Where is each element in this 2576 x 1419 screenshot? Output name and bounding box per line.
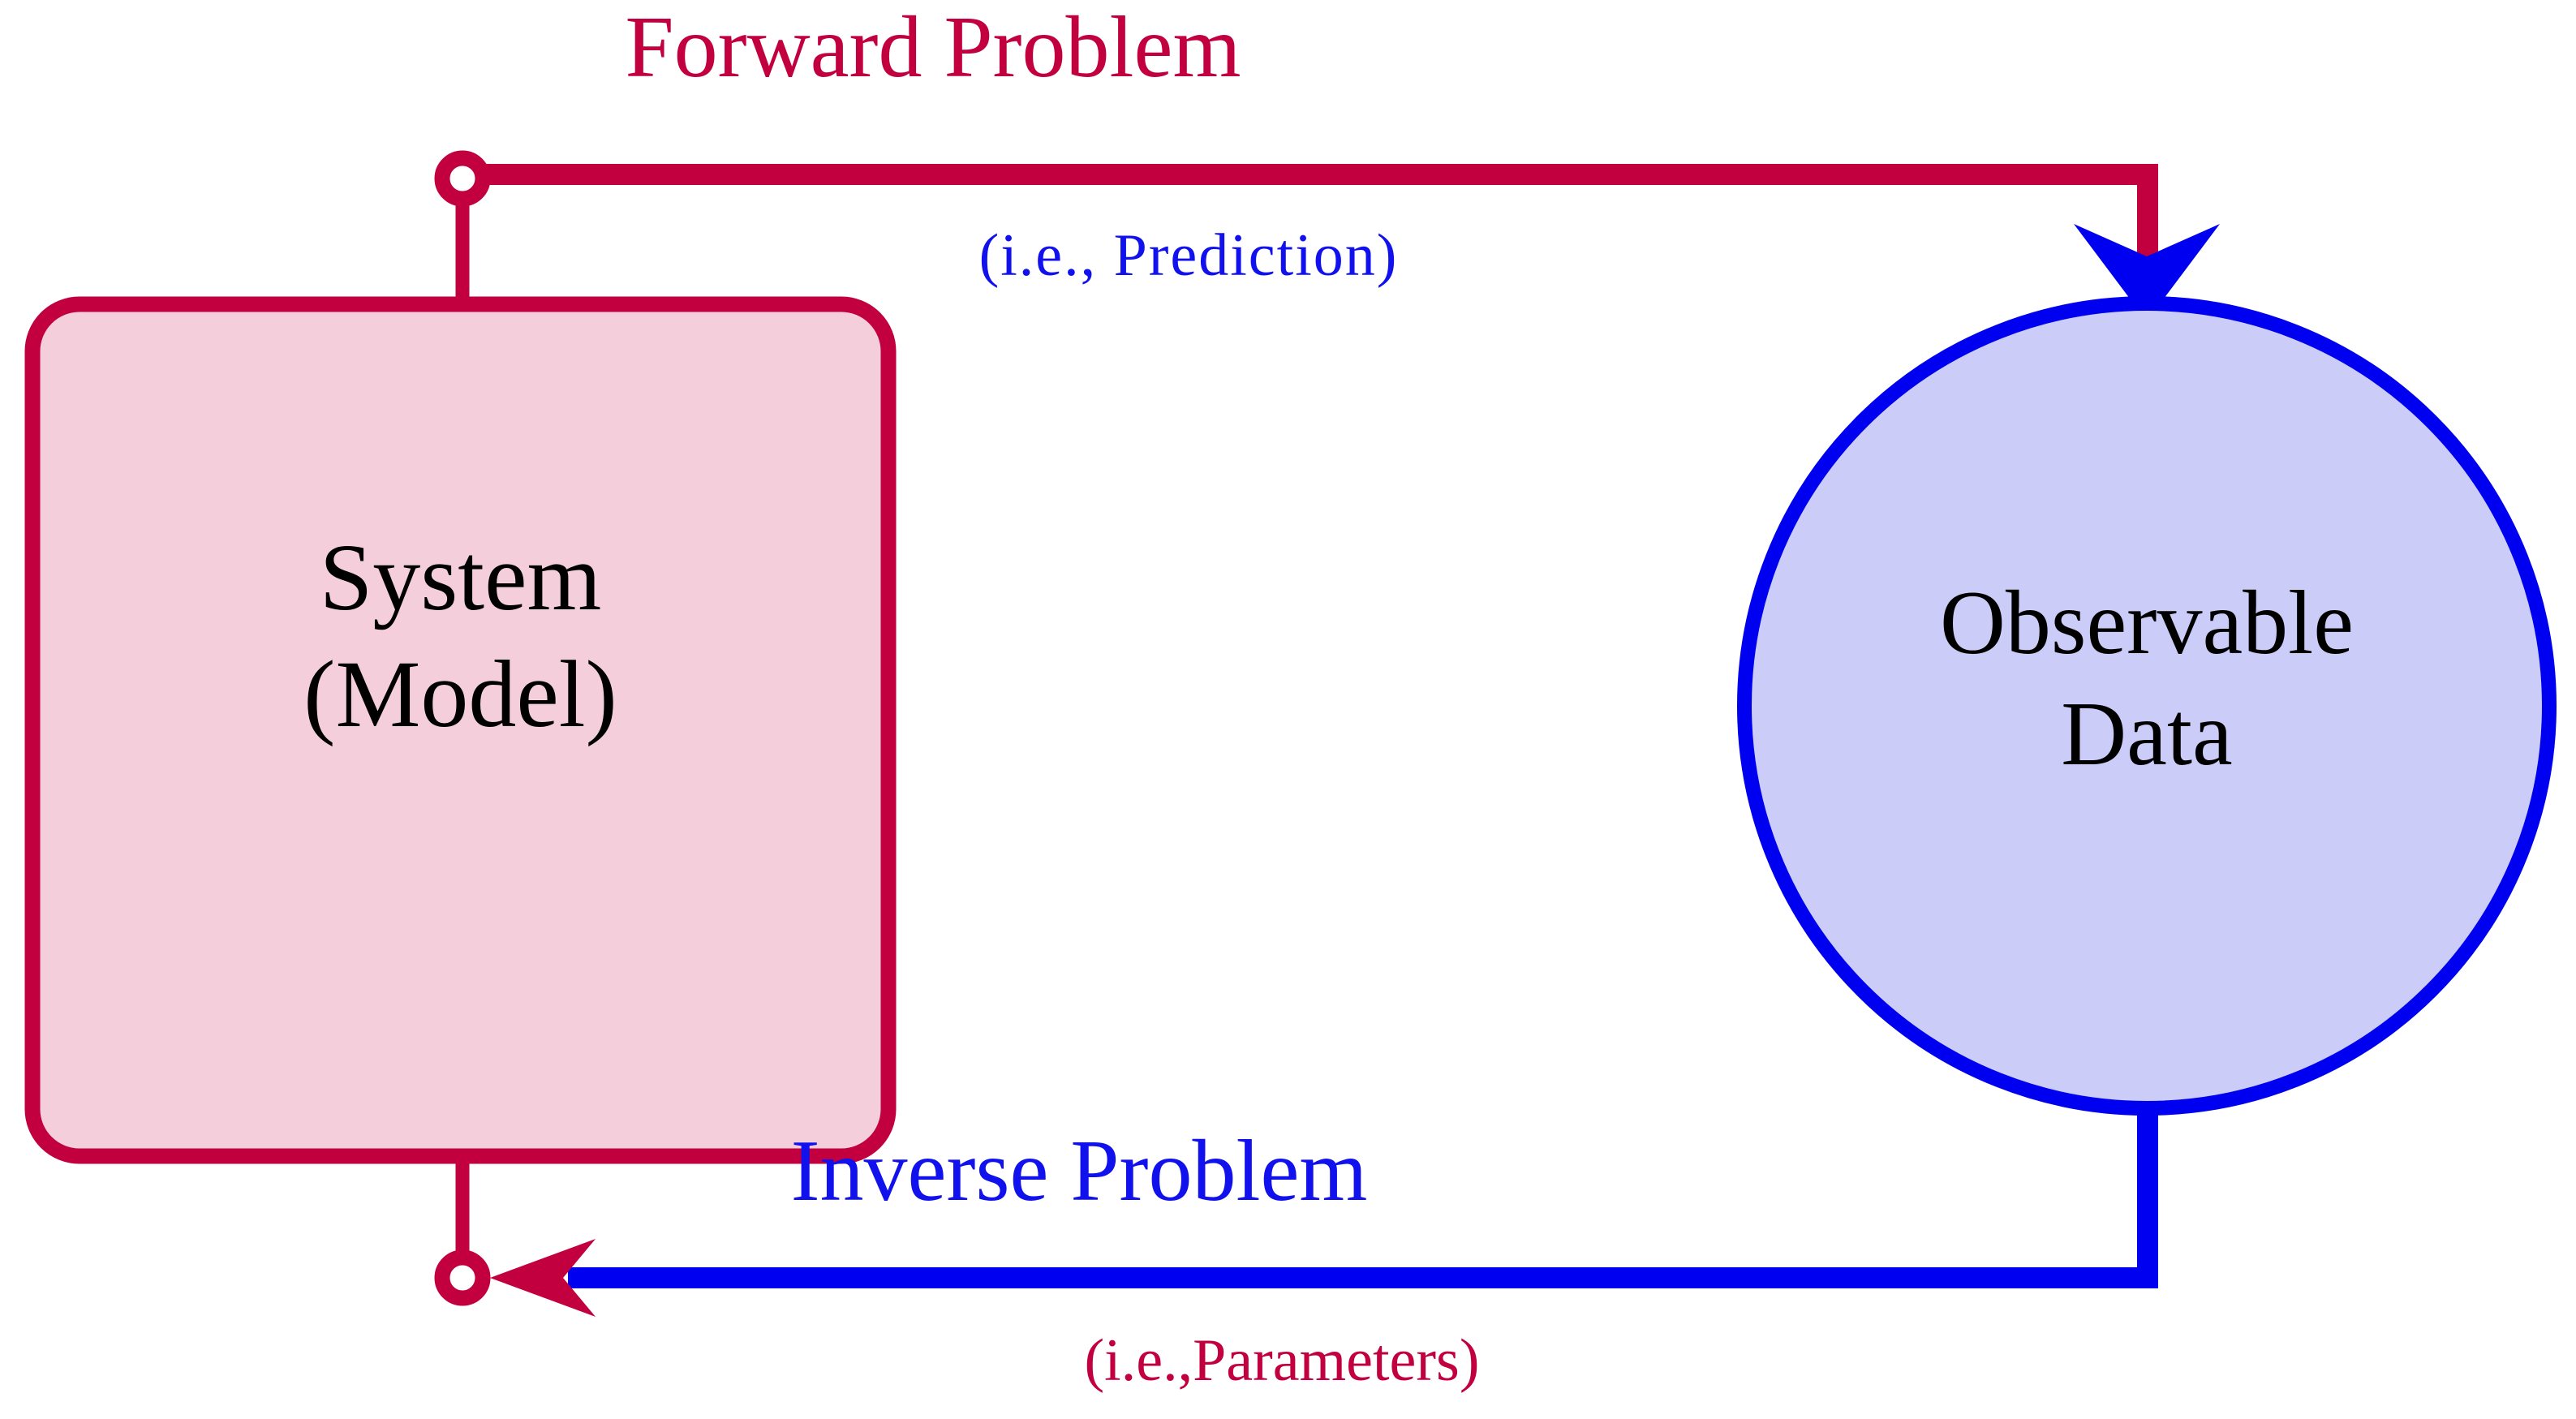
observable-label-line1: Observable (1939, 573, 2354, 673)
top-port-node[interactable] (434, 150, 491, 207)
forward-arrowhead-icon (2074, 224, 2220, 321)
inverse-edge (455, 1108, 2158, 1317)
forward-edge-line (484, 164, 2158, 288)
system-label-line1: System (319, 524, 602, 630)
inverse-edge-line (568, 1108, 2158, 1288)
system-label-line2: (Model) (303, 640, 617, 747)
observable-label-line2: Data (2061, 683, 2233, 785)
observable-data-label: Observable Data (1741, 568, 2552, 789)
system-node-label: System (Model) (32, 519, 888, 753)
forward-edge (455, 164, 2220, 321)
bottom-port-node[interactable] (434, 1249, 491, 1306)
inverse-arrowhead-icon (490, 1239, 596, 1317)
